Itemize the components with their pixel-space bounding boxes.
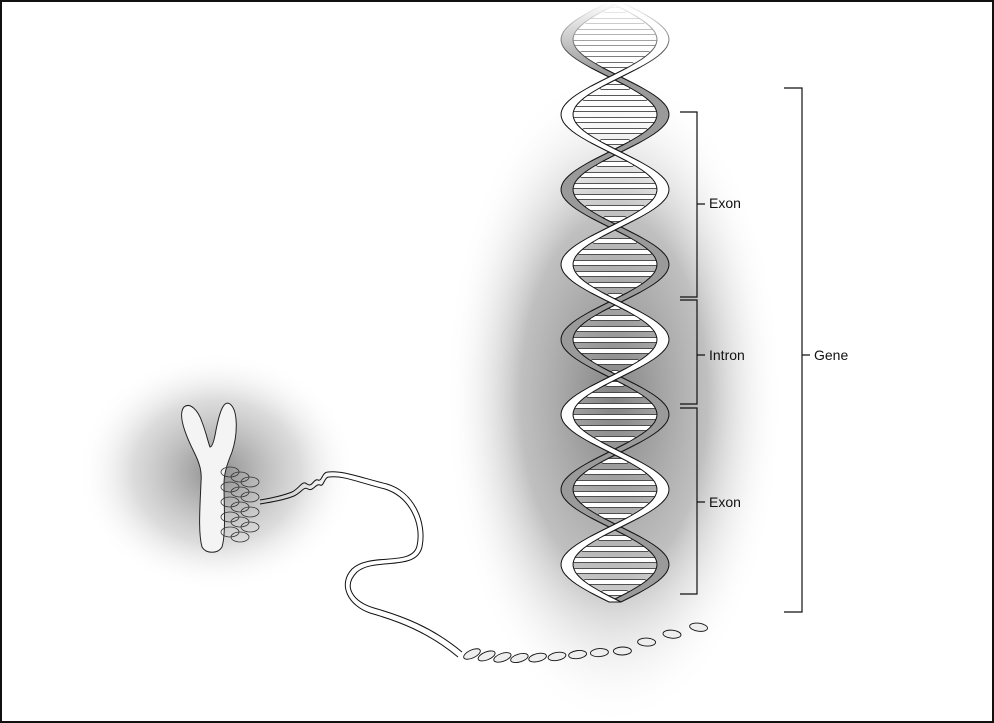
- base-pair: [576, 327, 655, 332]
- base-pair: [574, 404, 656, 409]
- label-exon-top: Exon: [709, 195, 741, 211]
- base-pair: [572, 118, 658, 123]
- label-exon-bottom: Exon: [709, 494, 741, 510]
- base-pair: [582, 96, 648, 101]
- base-pair: [572, 184, 659, 189]
- base-pair: [583, 580, 646, 585]
- base-pair: [572, 107, 658, 112]
- base-pair: [592, 239, 637, 244]
- base-pair: [591, 360, 639, 365]
- base-pair: [571, 338, 659, 343]
- base-pair: [588, 283, 643, 288]
- base-pair: [585, 206, 646, 211]
- base-pair: [573, 481, 658, 486]
- base-pair: [577, 349, 654, 354]
- base-pair: [580, 173, 651, 178]
- base-pair: [575, 272, 656, 277]
- helix-tail-twist: [613, 647, 631, 655]
- base-pair: [571, 415, 659, 420]
- base-pair: [573, 569, 658, 574]
- label-gene: Gene: [814, 347, 848, 363]
- helix-tail-twist: [493, 651, 513, 664]
- base-pair: [594, 437, 636, 442]
- bracket-gene: [784, 88, 810, 612]
- helix-tail-twist: [637, 638, 655, 647]
- base-pair: [586, 393, 644, 398]
- base-pair: [577, 250, 652, 255]
- base-pair: [573, 195, 656, 200]
- base-pair: [572, 492, 658, 497]
- base-pair: [572, 558, 658, 563]
- base-pair: [571, 261, 659, 266]
- label-intron: Intron: [709, 347, 745, 363]
- base-pair: [581, 503, 650, 508]
- base-pair: [583, 470, 646, 475]
- base-pair: [579, 426, 652, 431]
- base-pair: [589, 316, 641, 321]
- helix-top-fade: [542, 2, 692, 72]
- base-pair: [582, 129, 648, 134]
- base-pair: [581, 547, 650, 552]
